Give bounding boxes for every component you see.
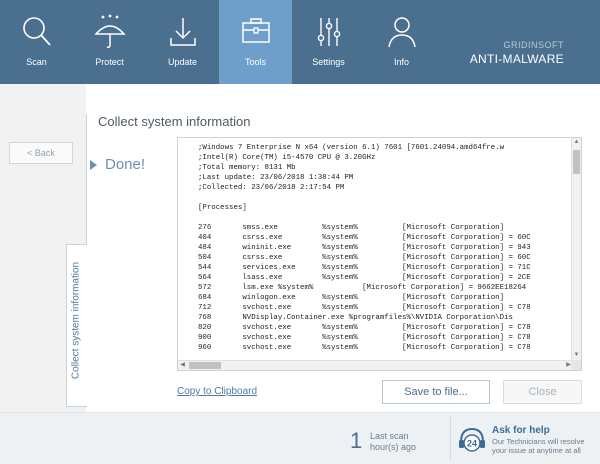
brand-line2: ANTI-MALWARE xyxy=(469,52,564,66)
footer xyxy=(0,412,600,464)
log-line: 960 svchost.exe %system% [Microsoft Corp… xyxy=(198,344,531,352)
scroll-thumb[interactable] xyxy=(573,150,580,174)
nav-tools[interactable]: Tools xyxy=(219,0,292,91)
nav-scan[interactable]: Scan xyxy=(0,0,73,84)
close-button[interactable]: Close xyxy=(503,380,582,404)
scroll-thumb[interactable] xyxy=(189,362,221,369)
support-headset-icon[interactable]: 24 xyxy=(457,424,487,454)
log-line: ;Total memory: 8131 Mb xyxy=(198,164,296,172)
log-textarea[interactable]: ;Windows 7 Enterprise N x64 (version 6.1… xyxy=(177,137,582,371)
download-icon xyxy=(146,14,219,50)
last-scan-number: 1 xyxy=(350,428,363,453)
vertical-scrollbar[interactable]: ▲ ▼ xyxy=(571,138,581,360)
user-icon xyxy=(365,14,438,50)
log-line: 900 svchost.exe %system% [Microsoft Corp… xyxy=(198,334,531,342)
log-line: 484 wininit.exe %system% [Microsoft Corp… xyxy=(198,244,531,252)
horizontal-scrollbar[interactable]: ◀ ▶ xyxy=(178,360,573,370)
log-line: 504 csrss.exe %system% [Microsoft Corpor… xyxy=(198,254,531,262)
log-line: 712 svchost.exe %system% [Microsoft Corp… xyxy=(198,304,531,312)
save-to-file-button[interactable]: Save to file... xyxy=(382,380,490,404)
help-title[interactable]: Ask for help xyxy=(492,425,550,436)
main-nav: Scan Protect Update Tools Settings xyxy=(0,0,438,91)
divider xyxy=(450,416,451,460)
log-line: ;Intel(R) Core(TM) i5-4570 CPU @ 3.20GHz xyxy=(198,154,376,162)
log-line: ;Windows 7 Enterprise N x64 (version 6.1… xyxy=(198,144,505,152)
umbrella-icon xyxy=(73,14,146,50)
nav-settings[interactable]: Settings xyxy=(292,0,365,84)
nav-info[interactable]: Info xyxy=(365,0,438,84)
status-done: Done! xyxy=(88,156,145,173)
last-scan-line2: hour(s) ago xyxy=(370,442,417,452)
log-line: ;Collected: 23/06/2018 2:17:54 PM xyxy=(198,184,345,192)
nav-label: Tools xyxy=(244,57,266,67)
nav-protect[interactable]: Protect xyxy=(73,0,146,84)
log-line: 572 lsm.exe %system% [Microsoft Corporat… xyxy=(198,284,527,292)
status-text: Done! xyxy=(105,156,146,173)
nav-label: Update xyxy=(167,57,198,67)
log-line: ;Last update: 23/06/2018 1:38:44 PM xyxy=(198,174,354,182)
log-line: 820 svchost.exe %system% [Microsoft Corp… xyxy=(198,324,531,332)
scroll-corner xyxy=(571,360,581,370)
help-badge: 24 xyxy=(467,439,477,449)
divider xyxy=(86,114,87,244)
nav-update[interactable]: Update xyxy=(146,0,219,84)
nav-label: Info xyxy=(393,57,409,67)
log-line xyxy=(198,193,573,203)
log-line: 404 csrss.exe %system% [Microsoft Corpor… xyxy=(198,234,531,242)
brand-line1: GRIDINSOFT xyxy=(503,40,564,50)
nav-label: Scan xyxy=(26,57,47,67)
log-content: ;Windows 7 Enterprise N x64 (version 6.1… xyxy=(198,143,573,355)
last-scan-line1: Last scan xyxy=(370,431,409,441)
tab-collect-system-information[interactable]: Collect system information xyxy=(66,244,87,407)
log-line: 684 winlogon.exe %system% [Microsoft Cor… xyxy=(198,294,505,302)
help-text: Our Technicians will resolve your issue … xyxy=(492,437,585,455)
page-title: Collect system information xyxy=(98,114,251,129)
log-line: 544 services.exe %system% [Microsoft Cor… xyxy=(198,264,531,272)
nav-label: Settings xyxy=(312,57,345,67)
log-line: [Processes] xyxy=(198,204,247,212)
copy-to-clipboard-link[interactable]: Copy to Clipboard xyxy=(177,386,258,397)
back-button[interactable]: < Back xyxy=(9,142,73,164)
brand-logo: GRIDINSOFT ANTI-MALWARE xyxy=(470,40,564,66)
triangle-right-icon xyxy=(90,159,97,170)
scroll-up-icon[interactable]: ▲ xyxy=(573,139,580,145)
scroll-right-icon[interactable]: ▶ xyxy=(566,362,571,368)
log-line: 276 smss.exe %system% [Microsoft Corpora… xyxy=(198,224,505,232)
search-icon xyxy=(0,14,73,50)
nav-label: Protect xyxy=(95,57,124,67)
log-line: 564 lsass.exe %system% [Microsoft Corpor… xyxy=(198,274,531,282)
top-bar: Scan Protect Update Tools Settings xyxy=(0,0,600,91)
last-scan-text: Last scan hour(s) ago xyxy=(370,431,416,453)
log-line: 768 NVDisplay.Container.exe %programfile… xyxy=(198,314,513,322)
scroll-down-icon[interactable]: ▼ xyxy=(573,352,580,358)
toolbox-icon xyxy=(219,14,292,50)
tab-label: Collect system information xyxy=(70,261,82,380)
sliders-icon xyxy=(292,14,365,50)
scroll-left-icon[interactable]: ◀ xyxy=(180,362,185,368)
log-line xyxy=(198,213,573,223)
